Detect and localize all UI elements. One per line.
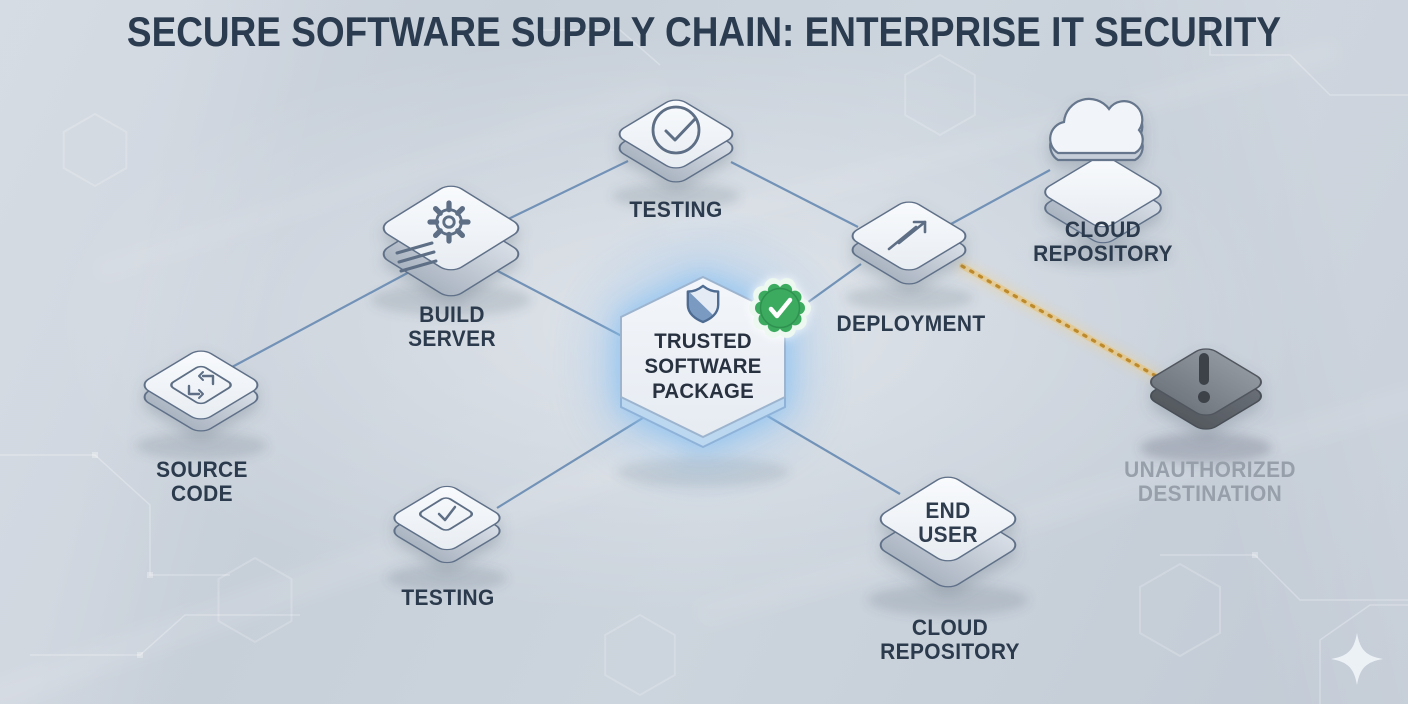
testing-top-node [618,99,734,183]
cloud-repository-top-label: CLOUD REPOSITORY [1033,217,1173,266]
gear-icon [427,200,471,244]
shield-icon [686,284,720,324]
cloud-repository-top-node [1044,97,1162,244]
exclamation-icon [1198,353,1210,403]
deployment-node [851,201,967,285]
connection-lines [231,160,1051,509]
connection-source-build [231,261,429,368]
trusted-software-package-label: TRUSTED SOFTWARE PACKAGE [644,330,762,403]
connection-deployment-cloud [950,169,1051,225]
connection-build-testing-top [497,160,629,225]
build-server-label: BUILD SERVER [408,302,496,351]
check-circle-icon [651,105,701,155]
connection-build-package [491,267,634,343]
arrow-up-right-icon [887,220,927,251]
connection-deployment-unauthorized [956,260,1162,382]
connection-testing-top-deployment [730,161,859,228]
checkbox-check-icon [418,497,474,531]
end-user-tile-text: END USER [918,498,978,547]
build-server-node [382,185,520,297]
trusted-software-package-node [620,275,786,449]
end-user-node [879,476,1017,588]
tile-reflections [135,183,1272,616]
verified-badge-icon [749,278,811,338]
deployment-label: DEPLOYMENT [836,311,986,336]
cloud-icon [1049,97,1144,162]
connection-package-testing-bottom [496,415,647,509]
testing-top-label: TESTING [629,197,723,222]
server-vents [395,241,438,273]
connection-package-enduser [763,413,901,495]
page-title: SECURE SOFTWARE SUPPLY CHAIN: ENTERPRISE… [126,8,1282,55]
testing-bottom-label: TESTING [401,585,495,610]
code-icon [170,365,232,405]
source-code-label: SOURCE CODE [156,457,248,506]
unauthorized-destination-node [1149,348,1263,430]
unauthorized-destination-label: UNAUTHORIZED DESTINATION [1124,457,1296,506]
source-code-node [143,350,259,432]
sparkle-icon [1331,633,1383,685]
cloud-repository-bottom-label: CLOUD REPOSITORY [880,615,1020,664]
testing-bottom-node [393,485,501,564]
